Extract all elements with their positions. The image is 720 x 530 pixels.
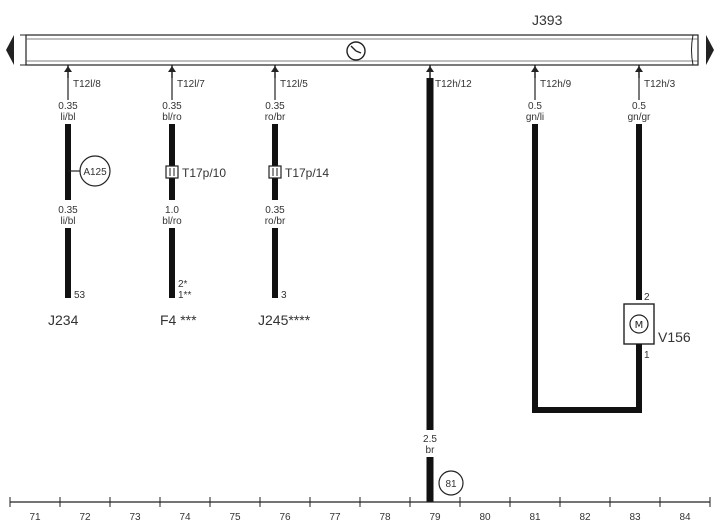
wire-1-bot-color: li/bl — [60, 216, 75, 227]
pin-j245: 3 — [281, 290, 287, 301]
splice-a125: A125 — [79, 155, 111, 187]
wire-2-bot-color: bl/ro — [162, 216, 182, 227]
ruler-tick-label: 71 — [29, 512, 41, 523]
ruler-tick-label: 84 — [679, 512, 691, 523]
wire-5-size: 0.5 — [528, 101, 542, 112]
clock-icon — [346, 41, 366, 61]
wire-4-size: 2.5 — [423, 434, 437, 445]
connector-plug-icon — [268, 165, 282, 179]
right-arrow-icon — [706, 35, 714, 65]
connector-t12l-7: T12l/7 — [177, 79, 205, 90]
ruler-tick-label: 83 — [629, 512, 641, 523]
pin-v156-bot: 1 — [644, 350, 650, 361]
ruler-tick-label: 81 — [529, 512, 541, 523]
connector-t12l-8: T12l/8 — [73, 79, 101, 90]
wire-2-top-color: bl/ro — [162, 112, 182, 123]
ruler-tick-label: 80 — [479, 512, 491, 523]
connector-t12l-5: T12l/5 — [280, 79, 308, 90]
connector-plug-icon — [165, 165, 179, 179]
svg-text:M: M — [635, 320, 644, 331]
connector-t12h-12: T12h/12 — [435, 79, 472, 90]
ruler-ticks — [9, 497, 711, 507]
ruler-tick-label: 74 — [179, 512, 191, 523]
component-j234: J234 — [48, 312, 79, 328]
connector-t12h-9: T12h/9 — [540, 79, 572, 90]
left-arrow-icon — [6, 35, 14, 65]
wire-1-bot-size: 0.35 — [58, 205, 78, 216]
wire-2-bot-size: 1.0 — [165, 205, 179, 216]
wire-3-bot-color: ro/br — [265, 216, 286, 227]
wire-6-size: 0.5 — [632, 101, 646, 112]
ruler-tick-label: 79 — [429, 512, 441, 523]
wire-3-bot-size: 0.35 — [265, 205, 285, 216]
ground-point-81: 81 — [438, 470, 464, 496]
component-v156: V156 — [658, 329, 691, 345]
wire-5-color: gn/li — [526, 112, 544, 123]
ruler-tick-label: 72 — [79, 512, 91, 523]
svg-text:81: 81 — [445, 479, 457, 490]
pin-f4-a: 2* — [178, 279, 188, 290]
wire-1-top-color: li/bl — [60, 112, 75, 123]
wire-5 — [532, 124, 642, 413]
wire-4-color: br — [426, 445, 436, 456]
ruler-tick-label: 73 — [129, 512, 141, 523]
component-j245: J245**** — [258, 312, 311, 328]
ruler-tick-labels: 71 72 73 74 75 76 77 78 79 80 81 82 83 84 — [29, 512, 691, 523]
ruler-tick-label: 75 — [229, 512, 241, 523]
connector-t12h-3: T12h/3 — [644, 79, 676, 90]
pin-v156-top: 2 — [644, 292, 650, 303]
ruler-tick-label: 76 — [279, 512, 291, 523]
pin-f4-b: 1** — [178, 290, 191, 301]
wire-3-top-color: ro/br — [265, 112, 286, 123]
ruler-tick-label: 77 — [329, 512, 341, 523]
ruler-tick-label: 82 — [579, 512, 591, 523]
pin-j234: 53 — [74, 290, 86, 301]
wire-1-top-size: 0.35 — [58, 101, 78, 112]
control-unit-label: J393 — [532, 12, 563, 28]
ruler-tick-label: 78 — [379, 512, 391, 523]
svg-text:A125: A125 — [83, 167, 107, 178]
motor-v156-icon: M — [623, 303, 655, 345]
connector-t17p-10: T17p/10 — [182, 166, 226, 180]
wire-2-top-size: 0.35 — [162, 101, 182, 112]
connector-t17p-14: T17p/14 — [285, 166, 329, 180]
wire-3-top-size: 0.35 — [265, 101, 285, 112]
wire-6-color: gn/gr — [628, 112, 651, 123]
component-f4: F4 *** — [160, 312, 197, 328]
